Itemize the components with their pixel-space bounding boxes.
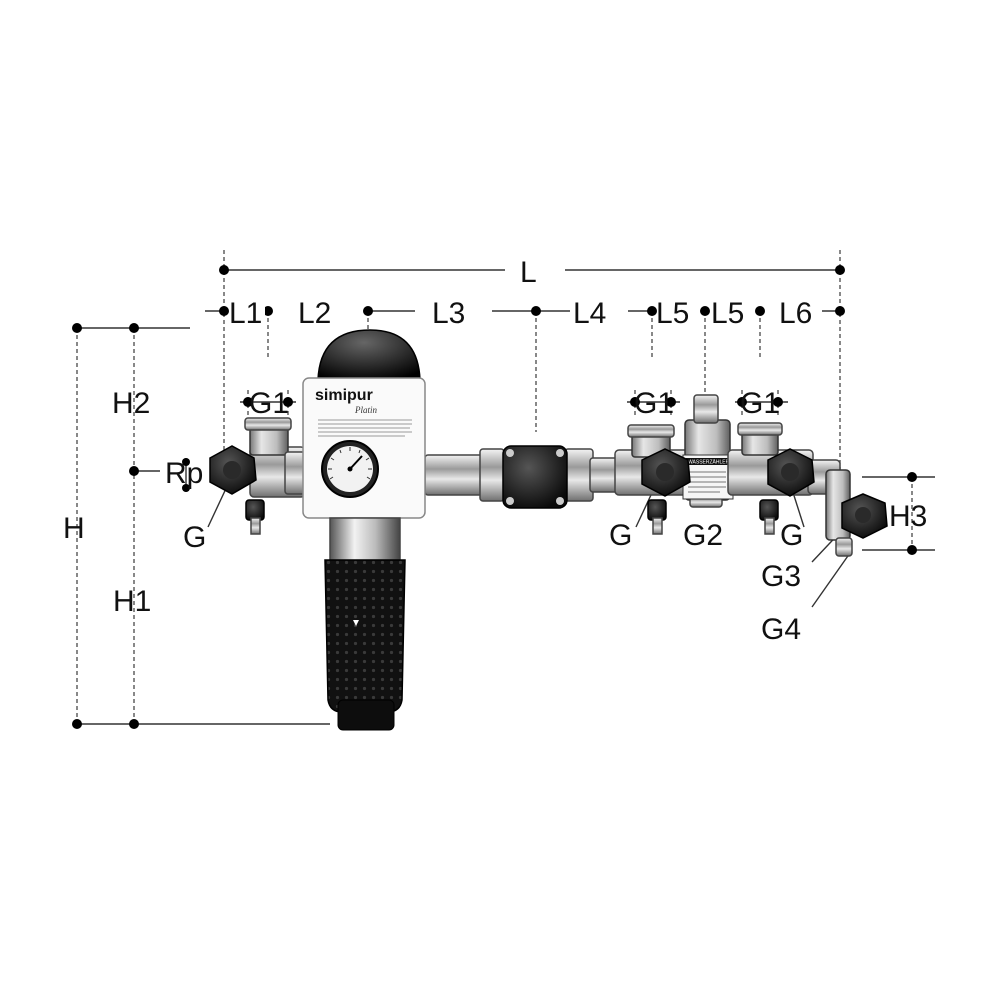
part-text: G1 G1 G1 Rp G G G2 G G3 G4 [165,387,803,646]
label-L4: L4 [573,297,606,330]
label-G-right: G [780,519,803,552]
label-L5-first: L5 [656,297,689,330]
brand-label: simipur [315,387,373,404]
valve-knobs [209,445,888,539]
label-G1-left: G1 [249,387,289,420]
brand-sublabel: Platin [354,405,377,415]
meter-tag-title: WASSERZÄHLER [688,459,730,466]
label-H: H [63,512,85,545]
label-H1: H1 [113,585,151,618]
dimension-text: L L1 L2 L3 L4 L5 L5 L6 H2 H H1 H3 [63,250,927,618]
dimension-points [72,265,917,729]
label-G4: G4 [761,613,801,646]
label-G1-right: G1 [740,387,780,420]
label-L3: L3 [432,297,465,330]
label-Rp: Rp [165,457,203,490]
filter-unit: simipur Platin [302,329,426,731]
label-G2: G2 [683,519,723,552]
label-H2: H2 [112,387,150,420]
fine-print [318,419,412,437]
label-L: L [520,256,537,289]
label-G1-mid: G1 [634,387,674,420]
label-H3: H3 [889,500,927,533]
label-G-mid: G [609,519,632,552]
label-G3: G3 [761,560,801,593]
label-G-left: G [183,521,206,554]
label-L6: L6 [779,297,812,330]
label-L5-second: L5 [711,297,744,330]
label-L2: L2 [298,297,331,330]
label-L1: L1 [229,297,262,330]
